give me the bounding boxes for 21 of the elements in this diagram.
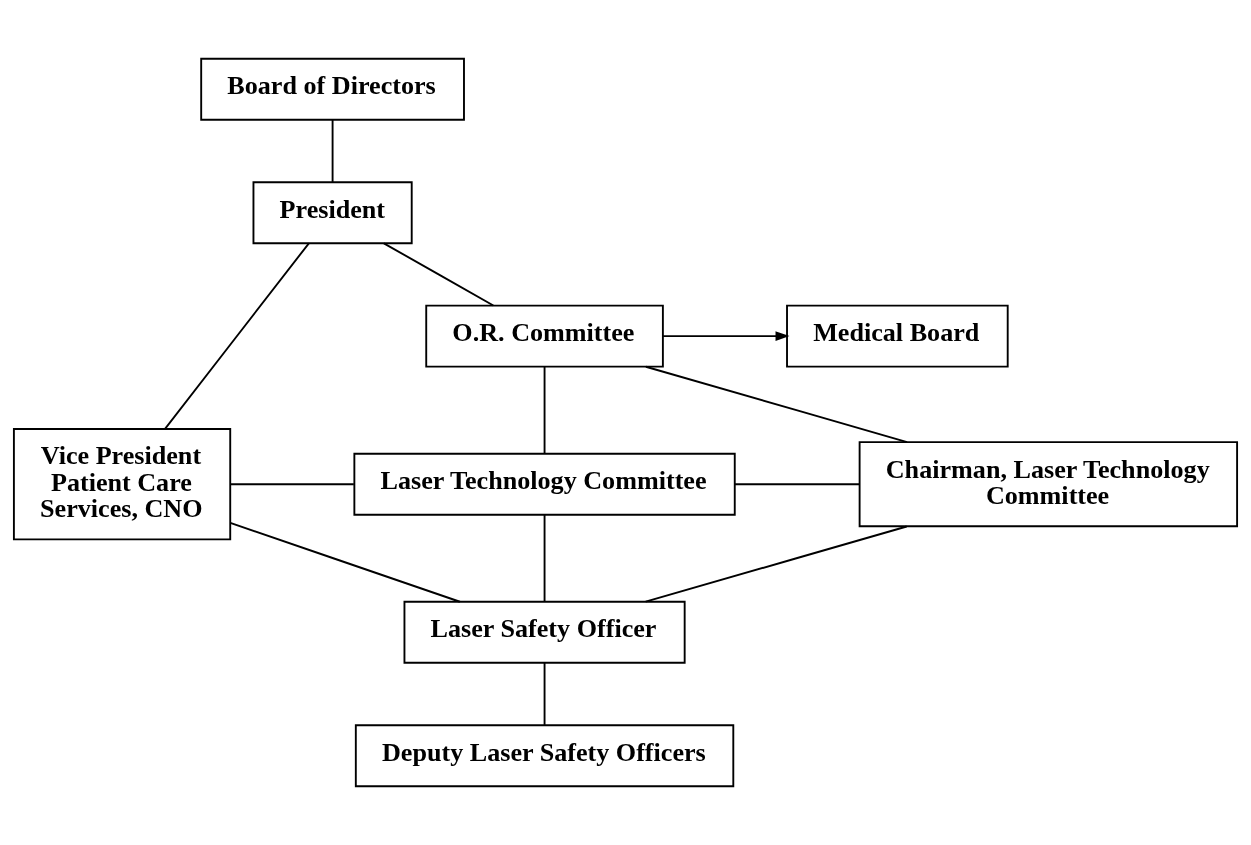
connector: [331, 118, 334, 183]
connector: [543, 366, 546, 455]
node-box: Chairman, Laser Technology Committee: [858, 441, 1239, 528]
node-box: Board of Directors: [200, 57, 465, 121]
connector: [644, 365, 909, 443]
connector: [543, 661, 546, 726]
connector: [229, 521, 461, 603]
connector: [734, 483, 861, 486]
node-box: Deputy Laser Safety Officers: [354, 724, 735, 788]
node-box: Laser Technology Committee: [353, 452, 736, 516]
connector: [382, 242, 495, 307]
node-box: President: [252, 181, 413, 245]
arrow: [662, 331, 790, 341]
node-box: O.R. Committee: [425, 304, 664, 368]
connector: [164, 242, 310, 430]
node-box: Laser Safety Officer: [403, 600, 686, 664]
connector: [543, 514, 546, 603]
node-box: Medical Board: [786, 304, 1009, 368]
connector: [229, 483, 355, 486]
node-box: Vice President Patient Care Services, CNO: [12, 428, 232, 541]
connector: [644, 525, 908, 603]
